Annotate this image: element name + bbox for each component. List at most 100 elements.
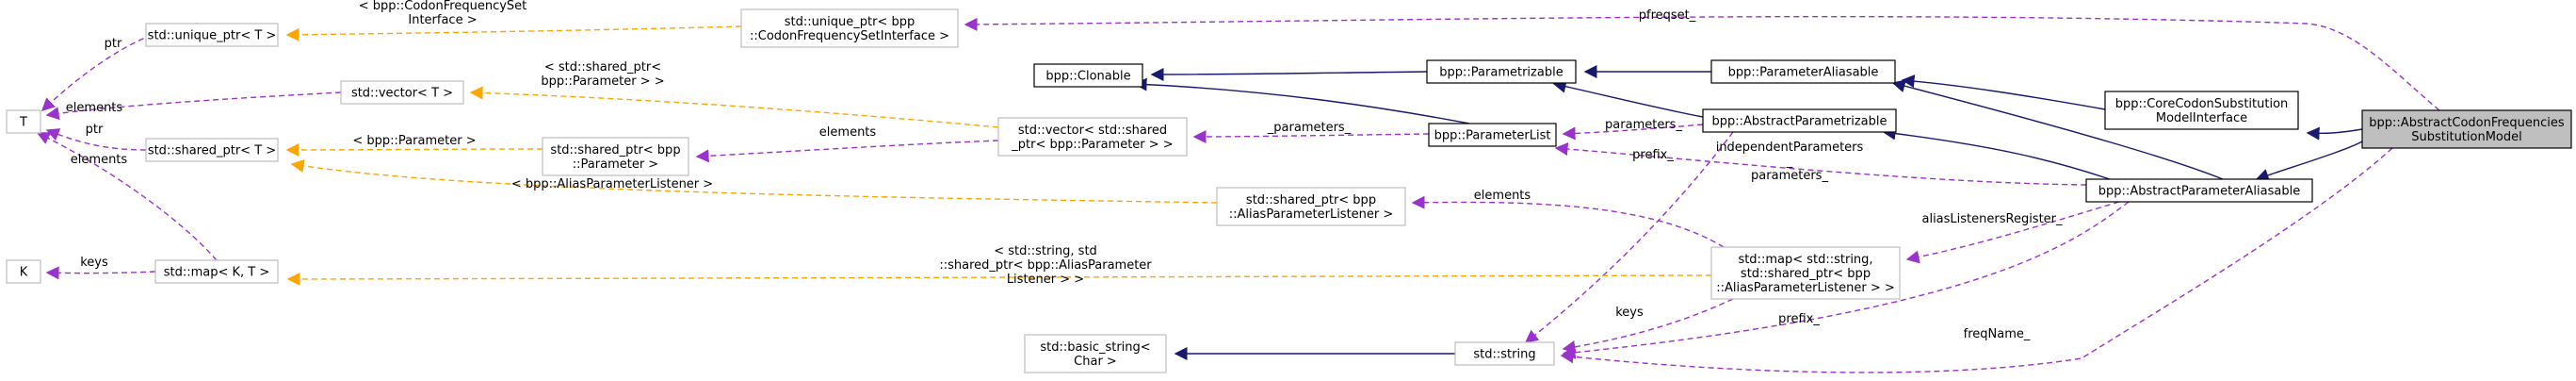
class-node-uptrT[interactable]: std::unique_ptr< T > [145, 23, 279, 47]
edge-e26 [285, 25, 742, 41]
edge-line [1562, 124, 1704, 141]
node-box [145, 138, 279, 162]
edge-e3 [1891, 79, 2224, 180]
edge-line [964, 15, 2440, 111]
edge-e23 [45, 91, 342, 121]
edge-e19 [1192, 129, 1430, 143]
edge-label: pfreqset_ [1639, 8, 1696, 23]
node-box [2361, 109, 2572, 149]
edge-label: parameters_ [1751, 169, 1828, 183]
edge-label: < std::shared_ptr< [544, 60, 661, 75]
edge-line [290, 159, 1218, 204]
class-node-vectorT[interactable]: std::vector< T > [340, 80, 464, 105]
edge-e12 [1554, 142, 2087, 186]
node-box [6, 259, 41, 284]
class-node-sharedParam[interactable]: std::shared_ptr< bpp::Parameter > [542, 137, 689, 176]
class-node-uptrCodon[interactable]: std::unique_ptr< bpp::CodonFrequencySetI… [740, 8, 959, 48]
node-box [542, 137, 689, 176]
class-node-K[interactable]: K [6, 259, 41, 284]
edge-line [1562, 298, 1734, 354]
edge-e7 [1552, 79, 1704, 118]
node-box [340, 80, 464, 105]
edge-e24 [36, 132, 218, 261]
edge-label: < bpp::Parameter > [352, 134, 476, 148]
edge-label: bpp::Parameter > > [541, 75, 664, 89]
edge-e11 [1560, 147, 2393, 373]
edge-e4 [1882, 126, 2111, 180]
edge-label: elements [66, 101, 123, 115]
class-node-sharedAlias[interactable]: std::shared_ptr< bpp::AliasParameterList… [1216, 187, 1406, 226]
class-node-mapString[interactable]: std::map< std::string,std::shared_ptr< b… [1710, 246, 1901, 300]
class-node-mapKT[interactable]: std::map< K, T > [154, 259, 279, 284]
node-label: ModelInterface [2156, 111, 2247, 125]
node-box [154, 259, 279, 284]
edge-line [1150, 67, 1428, 81]
node-label: ::CodonFrequencySetInterface > [750, 29, 949, 43]
class-node-sharedT[interactable]: std::shared_ptr< T > [145, 138, 279, 162]
edge-line [1552, 79, 1704, 118]
node-box [1024, 334, 1167, 373]
edge-line [1411, 195, 1725, 248]
class-node-basicString[interactable]: std::basic_string<Char > [1024, 334, 1167, 373]
edge-label: ptr [105, 37, 122, 51]
node-label: _ptr< bpp::Parameter > > [1011, 138, 1173, 152]
edge-line [1562, 201, 2130, 359]
edge-e17 [1562, 298, 1734, 354]
edge-e10 [964, 15, 2440, 111]
class-node-paramAliasable[interactable]: bpp::ParameterAliasable [1710, 59, 1896, 84]
class-node-vectorShared[interactable]: std::vector< std::shared_ptr< bpp::Param… [997, 117, 1188, 157]
edge-e5 [1901, 75, 2106, 110]
class-node-absParametrizable[interactable]: bpp::AbstractParametrizable [1702, 108, 1897, 133]
node-label: Char > [1074, 355, 1117, 369]
node-label: std::map< K, T > [164, 266, 270, 280]
edge-label: _parameters_ [1267, 121, 1352, 135]
edge-e21 [41, 23, 199, 111]
edge-label: keys [1615, 306, 1644, 320]
edge-e9 [1133, 77, 1470, 124]
class-node-clonable[interactable]: bpp::Clonable [1033, 63, 1143, 88]
node-label: std::shared_ptr< bpp [550, 143, 680, 157]
node-label: std::unique_ptr< bpp [785, 15, 915, 29]
edge-e8 [1150, 67, 1428, 81]
node-box [1426, 59, 1577, 84]
node-box [1710, 59, 1896, 84]
edge-label: Interface > [408, 13, 477, 27]
edge-line [1560, 147, 2393, 373]
edge-line [1524, 131, 1734, 343]
edge-line [1905, 201, 2120, 264]
edge-line [2255, 141, 2363, 182]
class-node-parametrizable[interactable]: bpp::Parametrizable [1426, 59, 1577, 84]
edge-line [1192, 129, 1430, 143]
class-node-string[interactable]: std::string [1454, 341, 1555, 366]
node-label: K [20, 266, 28, 280]
edge-label: < bpp::AliasParameterListener > [511, 177, 713, 191]
node-box [997, 117, 1188, 157]
edge-label: elements [1474, 189, 1531, 203]
edge-line [1882, 126, 2111, 180]
node-label: std::basic_string< [1040, 340, 1150, 355]
node-label: std::shared_ptr< bpp [1246, 193, 1376, 207]
class-node-T[interactable]: T [6, 109, 41, 134]
class-node-absParamAliasable[interactable]: bpp::AbstractParameterAliasable [2085, 178, 2313, 203]
edge-e30 [286, 272, 1712, 286]
node-label: bpp::Clonable [1045, 70, 1130, 84]
node-label: bpp::ParameterList [1434, 129, 1551, 143]
node-box [145, 23, 279, 47]
edge-line [36, 132, 218, 261]
node-label: SubstitutionModel [2411, 130, 2522, 144]
edge-e14 [1524, 131, 1734, 343]
node-label: std::vector< std::shared [1018, 124, 1167, 138]
node-box [1702, 108, 1897, 133]
edge-e1 [2306, 126, 2363, 141]
edge-line [1901, 75, 2106, 110]
node-box [1216, 187, 1406, 226]
class-node-paramList[interactable]: bpp::ParameterList [1428, 123, 1557, 147]
node-label: bpp::AbstractParametrizable [1712, 115, 1887, 129]
edge-label: parameters_ [1605, 118, 1682, 132]
edge-label: _ [1786, 155, 1793, 169]
edge-e28 [285, 142, 543, 157]
edge-e22 [45, 128, 147, 151]
class-node-focus[interactable]: bpp::AbstractCodonFrequenciesSubstitutio… [2361, 109, 2572, 149]
node-label: ::AliasParameterListener > [1229, 207, 1394, 222]
